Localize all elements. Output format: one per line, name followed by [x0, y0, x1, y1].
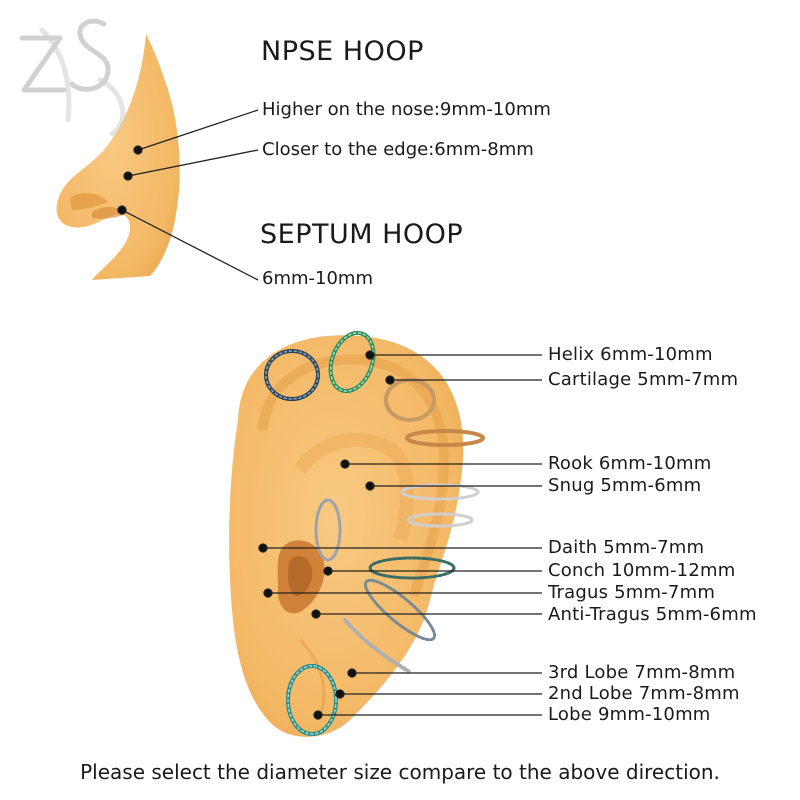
- lobe-label: Lobe 9mm-10mm: [548, 706, 711, 724]
- footer-instruction: Please select the diameter size compare …: [0, 762, 800, 782]
- npse-hoop-heading: NPSE HOOP: [261, 38, 424, 65]
- septum-hoop-heading: SEPTUM HOOP: [260, 221, 463, 248]
- cartilage-label: Cartilage 5mm-7mm: [548, 371, 738, 389]
- septum-size-note: 6mm-10mm: [262, 270, 373, 288]
- ear-illustration: [229, 335, 463, 737]
- third-lobe-label: 3rd Lobe 7mm-8mm: [548, 664, 735, 682]
- conch-label: Conch 10mm-12mm: [548, 562, 735, 580]
- snug-label: Snug 5mm-6mm: [548, 477, 701, 495]
- brand-logo: [12, 10, 137, 140]
- closer-to-edge-note: Closer to the edge:6mm-8mm: [262, 141, 534, 159]
- tragus-label: Tragus 5mm-7mm: [548, 584, 715, 602]
- rook-label: Rook 6mm-10mm: [548, 455, 711, 473]
- daith-label: Daith 5mm-7mm: [548, 539, 704, 557]
- second-lobe-label: 2nd Lobe 7mm-8mm: [548, 685, 740, 703]
- anti-tragus-label: Anti-Tragus 5mm-6mm: [548, 606, 757, 624]
- helix-label: Helix 6mm-10mm: [548, 346, 713, 364]
- higher-on-nose-note: Higher on the nose:9mm-10mm: [262, 101, 551, 119]
